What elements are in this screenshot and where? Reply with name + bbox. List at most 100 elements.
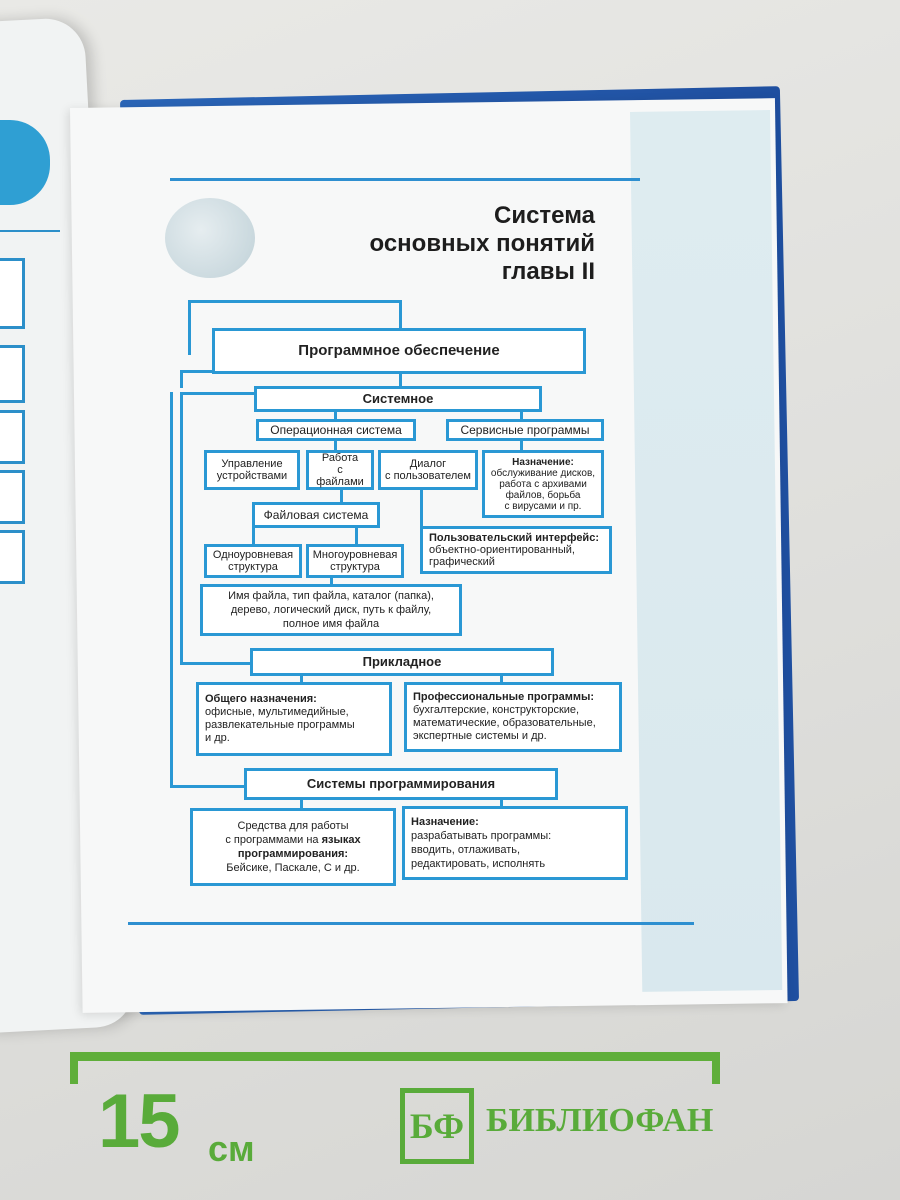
previous-page-box <box>0 258 25 329</box>
box-programming-purpose-line-2: вводить, отлаживать, <box>411 844 521 856</box>
box-user-interface-label: Пользовательский интерфейс: <box>429 532 599 544</box>
box-single-level-structure: Одноуровневая структура <box>204 544 302 578</box>
box-programming-systems: Системы программирования <box>244 768 558 800</box>
brand-logo-mark: БФ <box>400 1088 474 1164</box>
connector <box>170 785 246 788</box>
box-general-purpose-line-3: и др. <box>205 732 230 744</box>
connector <box>399 300 402 330</box>
box-professional-programs-line-1: бухгалтерские, конструкторские, <box>413 704 580 716</box>
box-programming-tools-line-2b: языках <box>321 834 361 846</box>
box-system-software-label: Системное <box>362 391 434 406</box>
connector <box>188 300 191 355</box>
footer-rule <box>128 922 694 925</box>
box-device-management-line-2: устройствами <box>216 470 288 482</box>
box-general-purpose-line-2: развлекательные программы <box>205 719 355 731</box>
box-services-purpose-line-2: работа с архивами <box>499 478 587 490</box>
previous-page-box <box>0 345 25 403</box>
box-programming-purpose: Назначение: разрабатывать программы: вво… <box>402 806 628 880</box>
box-service-programs: Сервисные программы <box>446 419 604 441</box>
brand-name: БИБЛИОФАН <box>486 1102 714 1139</box>
previous-page-rule <box>0 230 60 232</box>
box-software-label: Программное обеспечение <box>298 342 500 359</box>
connector <box>334 409 337 421</box>
box-programming-tools-line-4: Бейсике, Паскале, С и др. <box>226 862 360 874</box>
connector <box>500 795 503 811</box>
box-professional-programs-line-2: математические, образовательные, <box>413 717 596 729</box>
box-professional-programs-line-3: экспертные системы и др. <box>413 730 547 742</box>
box-service-programs-label: Сервисные программы <box>460 423 590 437</box>
box-single-level-line-1: Одноуровневая <box>212 549 294 561</box>
box-services-purpose-line-1: обслуживание дисков, <box>490 467 596 479</box>
ruler-bar <box>70 1052 720 1061</box>
box-file-work: Работа с файлами <box>306 450 374 490</box>
box-user-dialog: Диалог с пользователем <box>378 450 478 490</box>
box-device-management: Управление устройствами <box>204 450 300 490</box>
connector <box>188 300 402 303</box>
connector <box>334 438 337 452</box>
box-user-dialog-line-1: Диалог <box>409 458 447 470</box>
connector <box>180 370 214 373</box>
box-programming-tools-line-2: с программами на языках <box>225 833 360 847</box>
connector <box>180 662 252 665</box>
connector <box>300 795 303 811</box>
box-applied-software-label: Прикладное <box>362 654 442 669</box>
ruler-left-tick <box>70 1052 78 1084</box>
box-file-system: Файловая система <box>252 502 380 528</box>
box-file-terms-line-1: Имя файла, тип файла, каталог (папка), <box>228 590 434 602</box>
box-programming-purpose-line-3: редактировать, исполнять <box>411 858 546 870</box>
connector <box>520 409 523 421</box>
connector <box>330 574 333 586</box>
box-programming-purpose-line-1: разрабатывать программы: <box>411 830 552 842</box>
box-multi-level-line-2: структура <box>330 561 380 573</box>
box-file-terms: Имя файла, тип файла, каталог (папка), д… <box>200 584 462 636</box>
box-services-purpose-line-3: файлов, борьба <box>505 489 581 501</box>
ruler-right-tick <box>712 1052 720 1084</box>
connector <box>180 392 183 664</box>
connector <box>520 438 523 452</box>
box-programming-tools: Средства для работы с программами на язы… <box>190 808 396 886</box>
box-multi-level-line-1: Многоуровневая <box>312 549 398 561</box>
ruler-length-number: 15 <box>98 1079 181 1164</box>
connector <box>170 392 173 787</box>
box-general-purpose-line-1: офисные, мультимедийные, <box>205 706 349 718</box>
box-services-purpose: Назначение: обслуживание дисков, работа … <box>482 450 604 518</box>
ruler-length-unit: см <box>208 1128 255 1169</box>
box-single-level-line-2: структура <box>228 561 278 573</box>
box-operating-system-label: Операционная система <box>270 423 402 437</box>
box-file-terms-line-3: полное имя файла <box>282 618 380 630</box>
page-title-line-1: Система <box>493 202 595 229</box>
box-programming-tools-line-1: Средства для работы <box>237 820 349 832</box>
box-applied-software: Прикладное <box>250 648 554 676</box>
page-title-line-3: главы II <box>501 258 595 285</box>
connector <box>355 526 358 546</box>
previous-page-box <box>0 530 25 584</box>
box-services-purpose-line-4: с вирусами и пр. <box>504 500 582 512</box>
connector <box>500 674 503 688</box>
box-user-interface: Пользовательский интерфейс: объектно-ори… <box>420 526 612 574</box>
connector <box>180 370 183 388</box>
box-file-system-label: Файловая система <box>263 508 369 522</box>
box-programming-purpose-label: Назначение: <box>411 816 479 828</box>
connector <box>399 372 402 388</box>
previous-page-box <box>0 410 25 464</box>
box-user-interface-line-1: объектно-ориентированный, <box>429 544 575 556</box>
globe-illustration <box>165 198 255 278</box>
box-programming-tools-line-3: программирования: <box>237 848 349 860</box>
connector <box>180 392 258 395</box>
page-margin-tint <box>630 110 783 992</box>
previous-page-box <box>0 470 25 524</box>
box-software: Программное обеспечение <box>212 328 586 374</box>
header-rule <box>170 178 640 181</box>
box-device-management-line-1: Управление <box>221 458 283 470</box>
box-file-work-line-1: Работа <box>321 452 359 464</box>
box-system-software: Системное <box>254 386 542 412</box>
connector <box>340 486 343 502</box>
box-programming-systems-label: Системы программирования <box>306 776 496 791</box>
connector <box>420 486 423 528</box>
box-user-dialog-line-2: с пользователем <box>385 470 471 482</box>
page-title-line-2: основных понятий <box>369 230 595 257</box>
box-programming-tools-line-2a: с программами на <box>225 834 319 846</box>
box-operating-system: Операционная система <box>256 419 416 441</box>
connector <box>300 674 303 688</box>
box-file-terms-line-2: дерево, логический диск, путь к файлу, <box>230 604 432 616</box>
